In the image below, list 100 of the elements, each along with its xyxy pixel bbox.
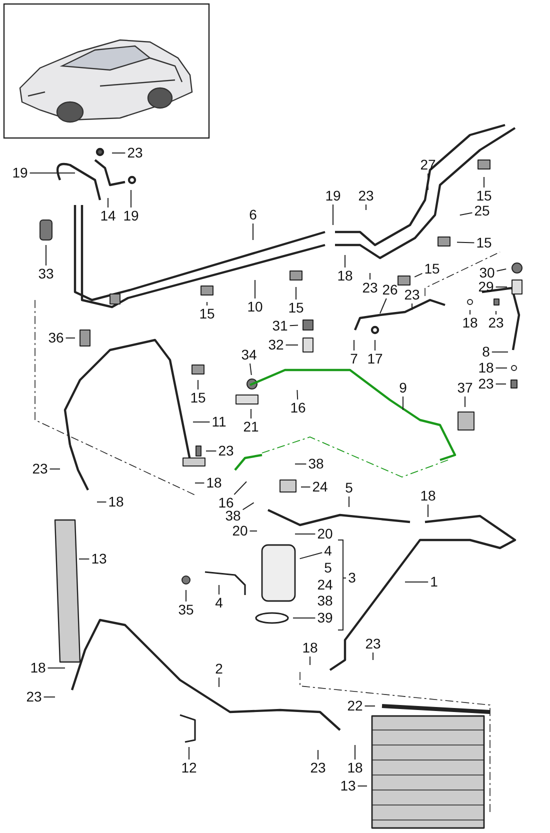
callout-number: 20 bbox=[317, 526, 333, 542]
leader-line bbox=[242, 502, 254, 510]
leader-line bbox=[78, 558, 90, 560]
leader-line bbox=[344, 254, 346, 268]
callout-number: 19 bbox=[325, 188, 341, 204]
callout-number: 23 bbox=[127, 146, 143, 160]
leader-line bbox=[495, 286, 508, 288]
callout-number: 4 bbox=[324, 544, 332, 558]
callout-number: 15 bbox=[190, 390, 206, 406]
callout-number: 23 bbox=[365, 636, 381, 652]
callout-number: 25 bbox=[474, 204, 490, 218]
leader-line bbox=[112, 152, 126, 154]
callout-number: 30 bbox=[479, 266, 495, 280]
callout-number: 19 bbox=[123, 208, 139, 224]
callout-number: 17 bbox=[367, 352, 383, 366]
callout-number: 18 bbox=[108, 494, 124, 510]
callout-number: 12 bbox=[181, 760, 197, 776]
leader-line bbox=[348, 496, 350, 508]
leader-line bbox=[254, 280, 256, 299]
callout-number: 35 bbox=[178, 602, 194, 618]
callout-number: 38 bbox=[225, 508, 241, 524]
callout-number: 9 bbox=[399, 380, 407, 396]
leader-line bbox=[456, 242, 475, 244]
leader-line bbox=[459, 212, 473, 216]
callout-number: 34 bbox=[241, 348, 257, 362]
leader-line bbox=[299, 552, 323, 560]
callout-number: 14 bbox=[100, 208, 116, 224]
callout-number: 19 bbox=[12, 166, 28, 180]
callout-number: 21 bbox=[243, 420, 259, 434]
leader-line bbox=[300, 486, 311, 488]
leader-line bbox=[250, 363, 252, 376]
leader-line bbox=[29, 172, 76, 174]
callout-number: 23 bbox=[218, 444, 234, 458]
callout-number: 38 bbox=[308, 456, 324, 472]
callout-number: 15 bbox=[199, 306, 215, 322]
callout-number: 23 bbox=[404, 288, 420, 302]
callout-number: 23 bbox=[478, 376, 494, 392]
callout-number: 16 bbox=[290, 400, 306, 416]
callout-number: 11 bbox=[212, 414, 226, 430]
leader-line bbox=[43, 696, 56, 698]
callout-number: 38 bbox=[317, 594, 333, 608]
leader-line bbox=[296, 390, 298, 400]
callout-number: 15 bbox=[424, 262, 440, 276]
callout-number: 15 bbox=[288, 300, 304, 316]
callout-number: 18 bbox=[206, 476, 222, 490]
callout-number: 29 bbox=[478, 280, 494, 294]
callout-number: 13 bbox=[91, 552, 107, 566]
callout-number: 33 bbox=[38, 266, 54, 282]
leader-line bbox=[496, 268, 507, 272]
callout-number: 13 bbox=[340, 778, 356, 794]
leader-line bbox=[464, 396, 466, 408]
callout-number: 18 bbox=[30, 660, 46, 676]
callout-number: 7 bbox=[350, 352, 358, 366]
leader-line bbox=[414, 272, 423, 278]
leader-line bbox=[402, 396, 404, 410]
callout-number: 24 bbox=[317, 578, 333, 592]
callout-number: 18 bbox=[420, 488, 436, 504]
leader-line bbox=[218, 677, 220, 688]
callout-number: 15 bbox=[476, 236, 492, 250]
leader-line bbox=[194, 482, 205, 484]
callout-number: 22 bbox=[347, 698, 363, 714]
callout-number: 15 bbox=[476, 188, 492, 204]
callout-number: 2 bbox=[215, 662, 223, 676]
leader-line bbox=[218, 584, 220, 595]
callout-number: 18 bbox=[478, 360, 494, 376]
leader-line bbox=[206, 302, 208, 306]
leader-line bbox=[250, 408, 252, 419]
leader-line bbox=[249, 530, 258, 532]
leader-line bbox=[354, 744, 356, 760]
callout-number: 18 bbox=[302, 640, 318, 656]
leader-line bbox=[252, 223, 254, 240]
callout-number: 18 bbox=[347, 760, 363, 776]
callout-number: 23 bbox=[358, 188, 374, 204]
leader-line bbox=[206, 450, 217, 452]
callout-number: 23 bbox=[362, 280, 378, 296]
callout-number: 36 bbox=[48, 330, 64, 346]
callout-number: 31 bbox=[272, 318, 288, 334]
callout-number: 8 bbox=[482, 344, 490, 360]
callout-number: 18 bbox=[462, 316, 478, 330]
leader-line bbox=[289, 324, 298, 326]
callout-number: 24 bbox=[312, 480, 328, 494]
callout-number: 10 bbox=[247, 300, 263, 314]
callout-number: 26 bbox=[382, 282, 398, 298]
callout-number: 3 bbox=[348, 570, 356, 586]
leader-line bbox=[332, 204, 334, 226]
leader-line bbox=[130, 190, 132, 208]
callout-number: 1 bbox=[430, 574, 438, 590]
callout-number: 39 bbox=[317, 610, 333, 626]
leader-line bbox=[380, 298, 387, 314]
leader-line bbox=[188, 746, 190, 760]
leader-line bbox=[49, 468, 60, 470]
callout-number: 5 bbox=[345, 480, 353, 496]
leader-line bbox=[372, 652, 374, 660]
callout-number: 6 bbox=[249, 208, 257, 222]
callout-number: 23 bbox=[310, 760, 326, 776]
callout-number: 20 bbox=[232, 524, 248, 538]
callout-number: 16 bbox=[218, 496, 234, 510]
callout-number: 32 bbox=[268, 338, 284, 352]
leader-line bbox=[285, 344, 298, 346]
callout-number: 4 bbox=[215, 596, 223, 610]
